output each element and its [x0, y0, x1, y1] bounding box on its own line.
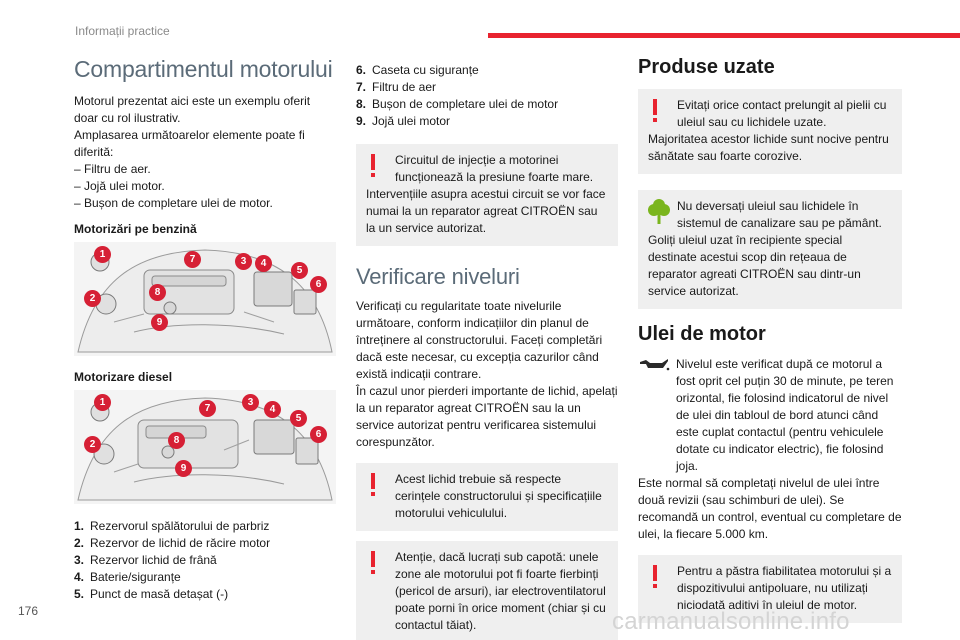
- diesel-engine-drawing: [77, 397, 333, 501]
- eco-text: Goliți uleiul uzat în recipiente special…: [648, 233, 861, 298]
- list-item: 4.Baterie/siguranțe: [74, 570, 181, 584]
- list-item: 2.Rezervor de lichid de răcire motor: [74, 536, 271, 550]
- list-item: 9.Jojă ulei motor: [356, 114, 451, 128]
- callout-3: 3: [242, 394, 259, 411]
- callout-6: 6: [310, 276, 327, 293]
- warning-text: Evitați orice contact prelungit al pieli…: [677, 98, 887, 129]
- intro-line: Amplasarea următoarelor elemente poate f…: [74, 128, 305, 159]
- list-item: 7.Filtru de aer: [356, 80, 437, 94]
- callout-4: 4: [264, 401, 281, 418]
- warning-icon: [370, 154, 377, 178]
- heading-level-check: Verificare niveluri: [356, 264, 520, 289]
- header-accent-bar: [488, 33, 960, 38]
- intro-line: – Jojă ulei motor.: [74, 179, 165, 193]
- paragraph: Verificați cu regularitate toate nivelur…: [356, 299, 603, 381]
- warning-icon: [370, 551, 377, 575]
- paragraph: Este normal să completați nivelul de ule…: [638, 476, 902, 541]
- callout-5: 5: [290, 410, 307, 427]
- oil-can-icon: [640, 359, 670, 371]
- callout-3: 3: [235, 253, 252, 270]
- list-item: 3.Rezervor lichid de frână: [74, 553, 217, 567]
- eco-text: Nu deversați uleiul sau lichidele în sis…: [677, 199, 882, 230]
- callout-2: 2: [84, 436, 101, 453]
- warning-icon: [652, 565, 659, 589]
- component-list-part2: 6.Caseta cu siguranțe 7.Filtru de aer 8.…: [356, 62, 618, 130]
- warning-box-hot-engine: Atenție, dacă lucrați sub capotă: unele …: [356, 541, 618, 640]
- diesel-engine-illustration: 1 2 3 4 5 6 7 8 9: [74, 390, 336, 504]
- warning-icon: [652, 99, 659, 123]
- warning-text: Pentru a păstra fiabilitatea motorului ș…: [677, 564, 892, 612]
- list-item: 5.Punct de masă detașat (-): [74, 587, 229, 601]
- heading-petrol-engines: Motorizări pe benzină: [74, 222, 197, 236]
- warning-box-injection: Circuitul de injecție a motorinei funcți…: [356, 144, 618, 246]
- column-engine-compartment: Compartimentul motorului Motorul prezent…: [74, 56, 336, 603]
- warning-box-fluid-spec: Acest lichid trebuie să respecte cerințe…: [356, 463, 618, 531]
- column-used-products: Produse uzate Evitați orice contact prel…: [638, 56, 902, 633]
- intro-line: – Filtru de aer.: [74, 162, 151, 176]
- list-item: 6.Caseta cu siguranțe: [356, 63, 479, 77]
- page-number: 176: [18, 604, 39, 618]
- warning-text: Majoritatea acestor lichide sunt nocive …: [648, 132, 889, 163]
- heading-diesel-engine: Motorizare diesel: [74, 370, 173, 384]
- heading-used-products: Produse uzate: [638, 56, 775, 78]
- callout-6: 6: [310, 426, 327, 443]
- list-item: 1.Rezervorul spălătorului de parbriz: [74, 519, 270, 533]
- warning-text: Acest lichid trebuie să respecte cerințe…: [395, 472, 602, 520]
- callout-7: 7: [184, 251, 201, 268]
- paragraph: Nivelul este verificat după ce motorul a…: [676, 357, 894, 473]
- warning-icon: [370, 473, 377, 497]
- petrol-engine-illustration: 1 2 3 4 5 6 7 8 9: [74, 242, 336, 356]
- callout-1: 1: [94, 246, 111, 263]
- column-levels: 6.Caseta cu siguranțe 7.Filtru de aer 8.…: [356, 62, 618, 640]
- heading-engine-compartment: Compartimentul motorului: [74, 56, 333, 82]
- list-item: 8.Bușon de completare ulei de motor: [356, 97, 559, 111]
- warning-text: Intervențiile asupra acestui circuit se …: [366, 187, 606, 235]
- callout-1: 1: [94, 394, 111, 411]
- callout-9: 9: [175, 460, 192, 477]
- warning-box-skin-contact: Evitați orice contact prelungit al pieli…: [638, 89, 902, 174]
- warning-text: Circuitul de injecție a motorinei funcți…: [395, 153, 594, 184]
- warning-text: Atenție, dacă lucrați sub capotă: unele …: [395, 550, 606, 632]
- callout-4: 4: [255, 255, 272, 272]
- oil-level-paragraph: Nivelul este verificat după ce motorul a…: [638, 356, 902, 475]
- callout-9: 9: [151, 314, 168, 331]
- paragraph: În cazul unor pierderi importante de lic…: [356, 384, 618, 449]
- petrol-engine-drawing: [77, 249, 333, 353]
- callout-8: 8: [149, 284, 166, 301]
- tree-icon: [648, 199, 670, 224]
- warning-box-additives: Pentru a păstra fiabilitatea motorului ș…: [638, 555, 902, 623]
- intro-line: – Bușon de completare ulei de motor.: [74, 196, 273, 210]
- callout-2: 2: [84, 290, 101, 307]
- header-section-title: Informații practice: [75, 24, 170, 38]
- callout-7: 7: [199, 400, 216, 417]
- intro-line: Motorul prezentat aici este un exemplu o…: [74, 94, 311, 125]
- callout-8: 8: [168, 432, 185, 449]
- eco-box-disposal: Nu deversați uleiul sau lichidele în sis…: [638, 190, 902, 309]
- component-list-part1: 1.Rezervorul spălătorului de parbriz 2.R…: [74, 518, 336, 603]
- callout-5: 5: [291, 262, 308, 279]
- heading-engine-oil: Ulei de motor: [638, 323, 766, 345]
- watermark-text: carmanualsonline.info: [612, 608, 850, 635]
